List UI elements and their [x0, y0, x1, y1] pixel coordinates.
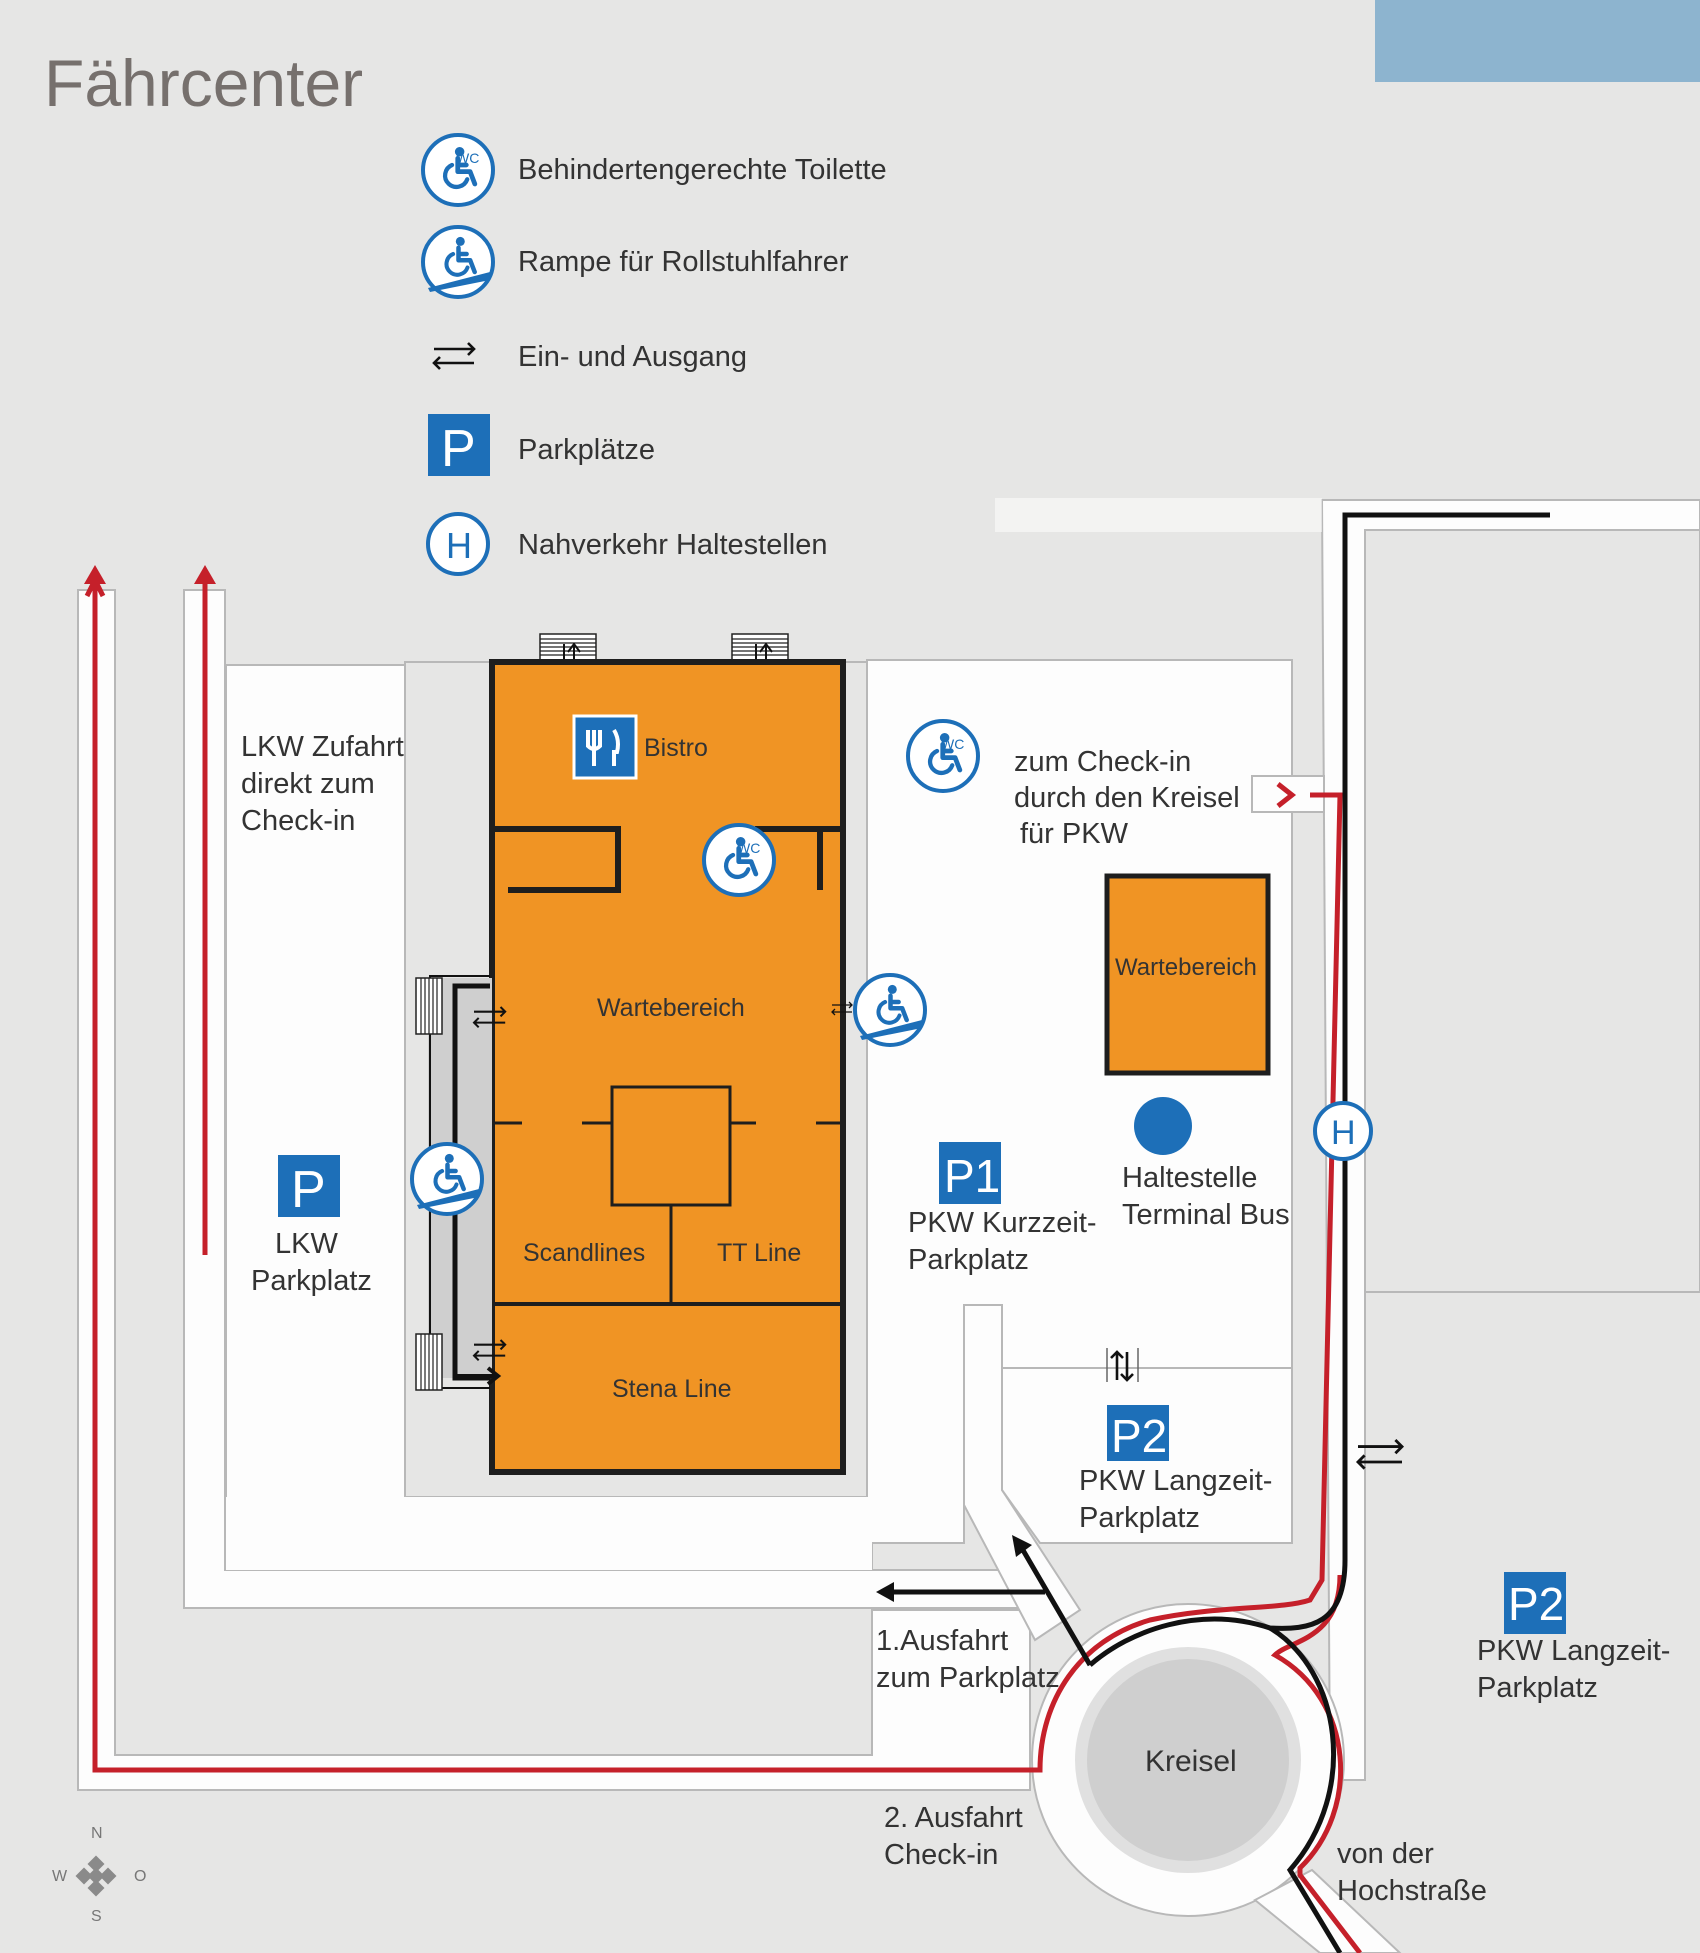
- legend-label-wc: Behindertengerechte Toilette: [518, 154, 887, 186]
- entrance-exit-vertical-icon: [1106, 1348, 1139, 1382]
- label-p1: PKW Kurzzeit- Parkplatz: [908, 1207, 1105, 1276]
- legend-label-bus: Nahverkehr Haltestellen: [518, 529, 827, 561]
- legend-label-parking: Parkplätze: [518, 434, 655, 466]
- bus-stop-road-icon: H: [1313, 1101, 1373, 1161]
- label-scandlines: Scandlines: [523, 1239, 645, 1267]
- label-p2-outer: PKW Langzeit- Parkplatz: [1477, 1635, 1678, 1704]
- cutlery-icon: [572, 714, 638, 780]
- svg-text:WC: WC: [737, 840, 760, 856]
- svg-text:P1: P1: [944, 1150, 1000, 1202]
- label-terminal-bus: Haltestelle Terminal Bus: [1122, 1162, 1290, 1231]
- svg-text:O: O: [134, 1868, 146, 1885]
- legend: WC Behindertengerechte Toilette Rampe fü…: [421, 133, 887, 576]
- label-stena-line: Stena Line: [612, 1375, 732, 1403]
- bus-stop-icon: [426, 512, 490, 576]
- truck-parking-icon: [278, 1155, 340, 1217]
- bus-stop-icon-letter: H: [446, 525, 472, 566]
- legend-label-ramp: Rampe für Rollstuhlfahrer: [518, 246, 849, 278]
- svg-text:S: S: [91, 1908, 102, 1925]
- label-checkin-hint: zum Check-in durch den Kreisel für PKW: [1014, 746, 1248, 850]
- label-p2-inner: PKW Langzeit- Parkplatz: [1079, 1465, 1280, 1534]
- truck-area: [225, 664, 407, 1571]
- label-wartebereich-main: Wartebereich: [597, 994, 745, 1022]
- svg-text:P2: P2: [1111, 1410, 1167, 1462]
- svg-text:P: P: [291, 1161, 326, 1219]
- ramp-right-icon: [853, 973, 927, 1047]
- label-from-highway: von der Hochstraße: [1337, 1838, 1487, 1907]
- p1-icon: [939, 1142, 1001, 1204]
- legend-item-entrance: Ein- und Ausgang: [432, 341, 747, 373]
- fade-band: [995, 498, 1322, 532]
- label-exit1: 1.Ausfahrt zum Parkplatz: [876, 1625, 1060, 1694]
- map-title: Fährcenter: [44, 46, 363, 120]
- svg-text:H: H: [1331, 1114, 1356, 1152]
- entrance-exit-icon: [432, 341, 476, 371]
- label-bistro: Bistro: [644, 734, 708, 762]
- label-tt-line: TT Line: [717, 1239, 801, 1267]
- p2-inner-icon: [1107, 1405, 1169, 1461]
- svg-text:WC: WC: [941, 736, 964, 752]
- wc-right-icon: WC: [906, 719, 980, 793]
- legend-label-entrance: Ein- und Ausgang: [518, 341, 747, 373]
- label-truck-access: LKW Zufahrt direkt zum Check-in: [241, 731, 412, 837]
- routes: [84, 512, 1550, 1953]
- wc-terminal-icon: WC: [702, 823, 776, 897]
- parking-icon: [428, 414, 490, 476]
- label-truck-parking: LKW Parkplatz: [251, 1228, 372, 1297]
- ramp-left-icon: [410, 1142, 484, 1216]
- label-roundabout: Kreisel: [1145, 1745, 1237, 1778]
- label-exit2: 2. Ausfahrt Check-in: [884, 1802, 1031, 1871]
- roundabout-island: [1075, 1647, 1301, 1873]
- legend-item-parking: P Parkplätze: [428, 414, 655, 478]
- terminal-bus-stop-dot: [1134, 1097, 1192, 1155]
- legend-item-ramp: Rampe für Rollstuhlfahrer: [421, 225, 849, 299]
- svg-text:P2: P2: [1508, 1578, 1564, 1630]
- parking-icon-letter: P: [441, 420, 476, 478]
- compass-rose: N S W O: [52, 1825, 146, 1925]
- waiting-area-small: [1104, 873, 1271, 1076]
- header-accent-bar: [1375, 0, 1700, 82]
- svg-text:N: N: [91, 1825, 103, 1842]
- wc-icon-letters: WC: [456, 150, 479, 166]
- legend-item-wc: WC Behindertengerechte Toilette: [421, 133, 887, 207]
- legend-item-bus: H Nahverkehr Haltestellen: [426, 512, 827, 576]
- p2-outer-icon: [1504, 1572, 1566, 1634]
- svg-text:W: W: [52, 1868, 68, 1885]
- label-wartebereich-small: Wartebereich: [1115, 954, 1257, 981]
